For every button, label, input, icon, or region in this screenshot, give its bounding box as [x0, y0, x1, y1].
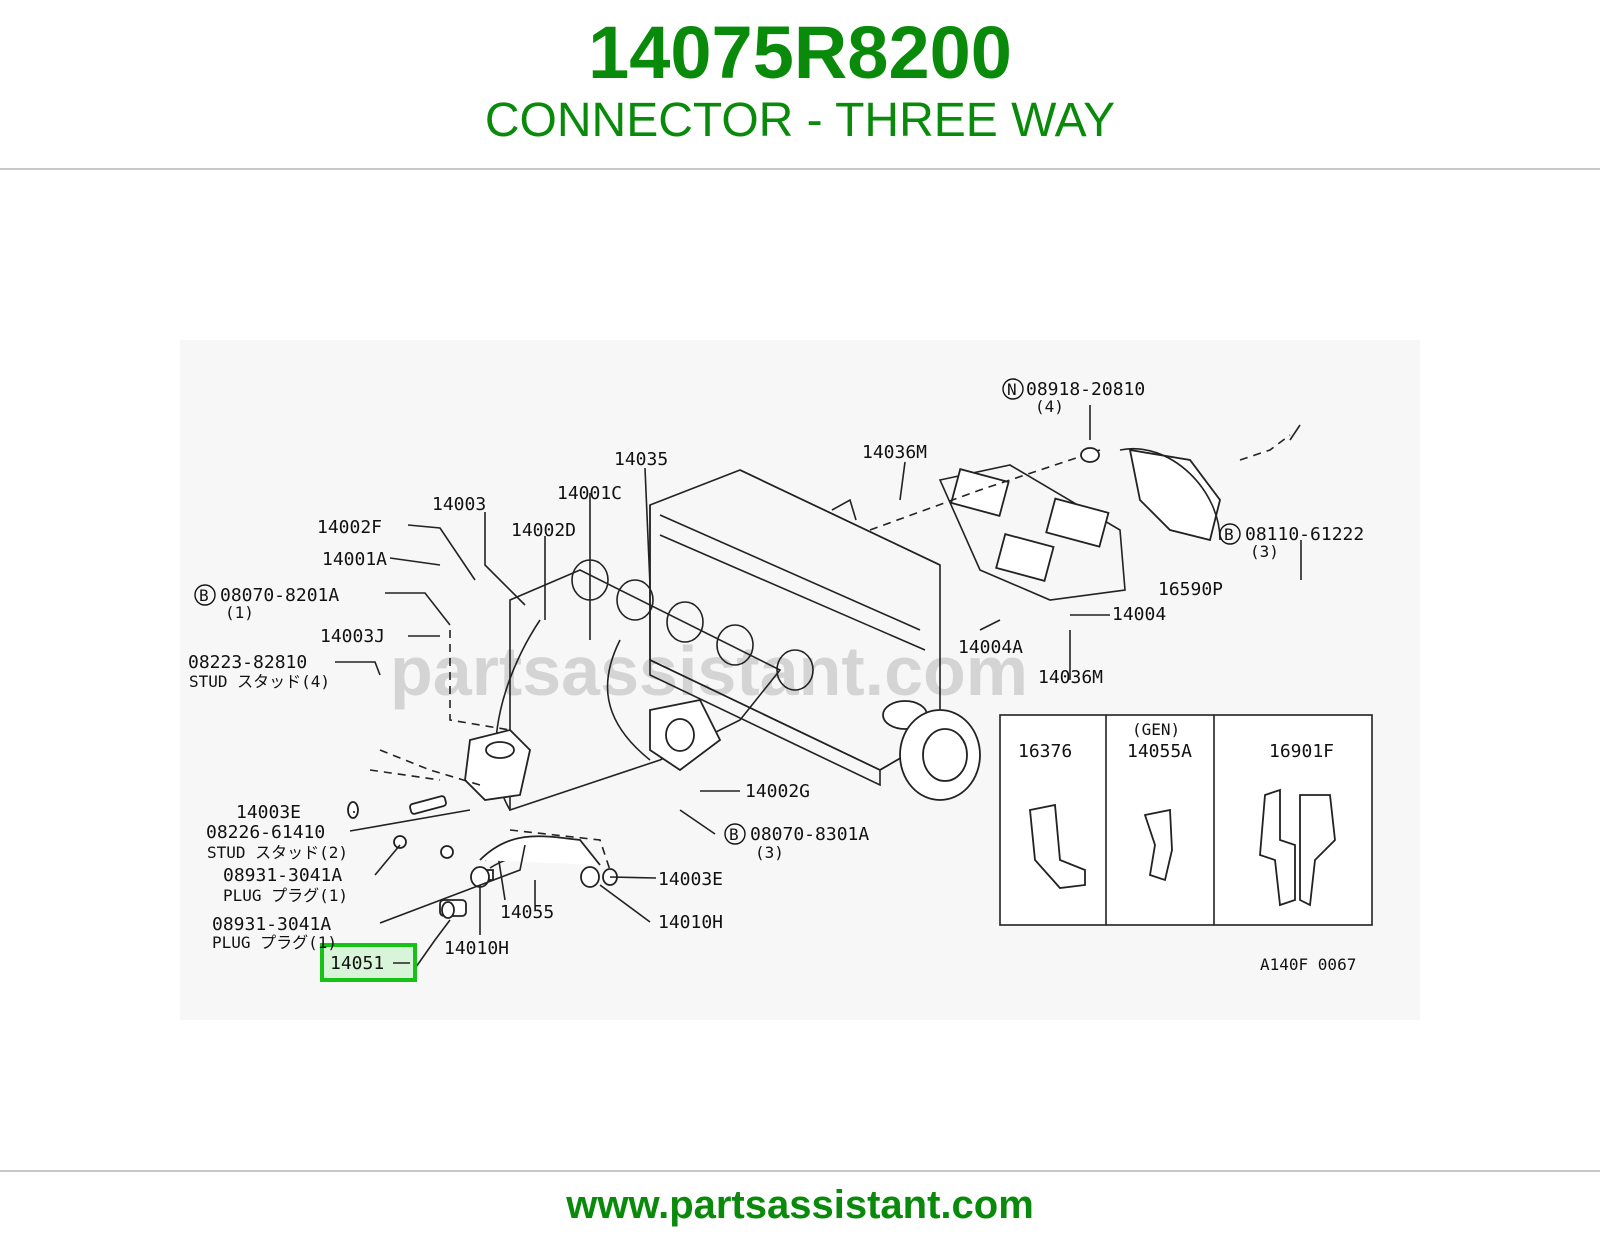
callout-08070b-mark: B	[729, 825, 739, 844]
part-name-subtitle: CONNECTOR - THREE WAY	[484, 94, 1116, 147]
callout-14036M-top: 14036M	[862, 442, 927, 463]
callout-08918-qty: (4)	[1035, 397, 1064, 416]
callout-14051: 14051	[330, 953, 384, 974]
footer-divider	[0, 1170, 1600, 1172]
engine-head-drawing	[571, 469, 981, 801]
callout-14003E-right: 14003E	[658, 869, 723, 890]
watermark: partsassistant.com	[390, 632, 1028, 710]
callout-08931b-desc: PLUG プラグ(1)	[212, 933, 337, 952]
inset-panel: 16376 (GEN) 14055A 16901F	[999, 714, 1373, 926]
callout-14035: 14035	[614, 449, 668, 470]
exhaust-manifold-drawing	[869, 424, 1301, 601]
callout-14002D: 14002D	[511, 520, 576, 541]
callout-08070-8301A: 08070-8301A	[750, 824, 869, 845]
inset-callout-16376: 16376	[1018, 741, 1072, 762]
callout-14036M-bottom: 14036M	[1038, 667, 1103, 688]
parts-diagram: partsassistant.com	[180, 340, 1420, 1020]
callout-14004A: 14004A	[958, 637, 1023, 658]
callout-08223-82810: 08223-82810	[188, 652, 307, 673]
callout-08110-mark: B	[1224, 525, 1234, 544]
footer-website-link[interactable]: www.partsassistant.com	[566, 1183, 1034, 1227]
callout-08223-desc: STUD スタッド(4)	[189, 672, 330, 691]
inset-callout-16901F: 16901F	[1269, 741, 1334, 762]
callout-labels: N 08918-20810 (4) 14036M 14035 14001C 14…	[188, 378, 1364, 974]
callout-14003E-left: 14003E	[236, 802, 301, 823]
callout-14002F: 14002F	[317, 517, 382, 538]
figure-code: A140F 0067	[1260, 955, 1356, 974]
parts-diagram-svg: partsassistant.com	[188, 378, 1373, 982]
callout-08931-3041A-a: 08931-3041A	[223, 865, 342, 886]
header-divider	[0, 168, 1600, 170]
intake-manifold-drawing	[379, 569, 782, 812]
callout-14003: 14003	[432, 494, 486, 515]
bracket-16376-drawing	[1029, 803, 1086, 889]
callout-08931a-desc: PLUG プラグ(1)	[223, 886, 348, 905]
callout-08226-61410: 08226-61410	[206, 822, 325, 843]
callout-14002G: 14002G	[745, 781, 810, 802]
callout-08918-20810: 08918-20810	[1026, 379, 1145, 400]
callout-08110-qty: (3)	[1250, 542, 1279, 561]
leader-lines	[335, 405, 1302, 968]
callout-08226-desc: STUD スタッド(2)	[207, 843, 348, 862]
callout-14055: 14055	[500, 902, 554, 923]
callout-08070-8201A: 08070-8201A	[220, 585, 339, 606]
callout-16590P: 16590P	[1158, 579, 1223, 600]
page-header: 14075R8200 CONNECTOR - THREE WAY	[0, 0, 1600, 168]
callout-14001A: 14001A	[322, 549, 387, 570]
callout-08110-61222: 08110-61222	[1245, 524, 1364, 545]
callout-08070a-qty: (1)	[225, 603, 254, 622]
inset-callout-14055A: 14055A	[1127, 741, 1192, 762]
callout-14004: 14004	[1112, 604, 1166, 625]
clip-14055A-drawing	[1143, 808, 1173, 882]
callout-08931-3041A-b: 08931-3041A	[212, 914, 331, 935]
inset-gen-label: (GEN)	[1132, 720, 1180, 739]
bracket-16901F-drawing	[1259, 788, 1296, 907]
callout-14003J: 14003J	[320, 626, 385, 647]
callout-08070b-qty: (3)	[755, 843, 784, 862]
part-number-title: 14075R8200	[588, 11, 1012, 94]
callout-14010H-left: 14010H	[444, 938, 509, 959]
callout-08918-mark: N	[1007, 380, 1017, 399]
callout-08070a-mark: B	[199, 586, 209, 605]
callout-14001C: 14001C	[557, 483, 622, 504]
callout-14010H-right: 14010H	[658, 912, 723, 933]
